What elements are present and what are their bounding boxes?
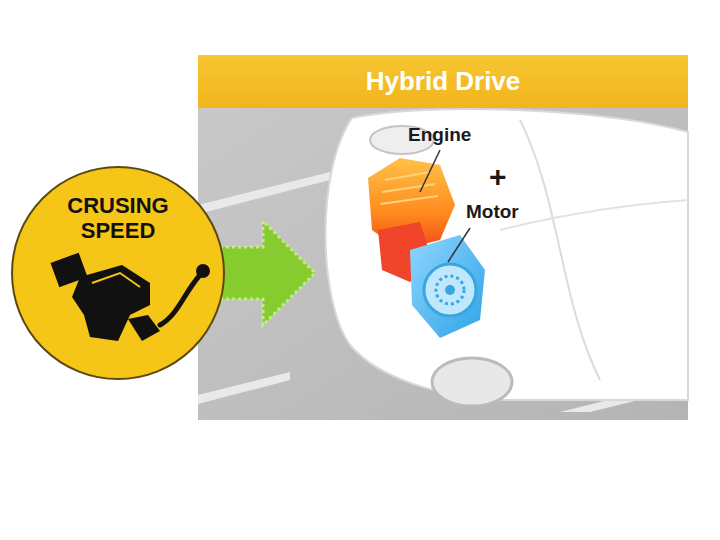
part-label: Engine xyxy=(408,124,471,146)
panel-ground xyxy=(198,88,688,420)
flow-arrow xyxy=(220,221,315,325)
part-label: Motor xyxy=(466,201,519,223)
mode-panel: Hybrid Drive xyxy=(198,55,688,420)
motor-part xyxy=(410,235,485,338)
windshield-line xyxy=(520,120,600,380)
speed-badge: CRUSING SPEED xyxy=(10,165,226,381)
header-band: Hybrid Drive xyxy=(198,55,688,108)
leader-line xyxy=(420,150,440,192)
badge-title: CRUSING SPEED xyxy=(53,193,183,243)
pedal-icon xyxy=(50,253,210,341)
car-body xyxy=(326,109,689,400)
leader-line xyxy=(448,228,470,262)
wheel xyxy=(432,358,512,406)
plus-sign: + xyxy=(489,160,507,194)
hood-line xyxy=(500,200,688,230)
panel-title: Hybrid Drive xyxy=(366,66,521,97)
